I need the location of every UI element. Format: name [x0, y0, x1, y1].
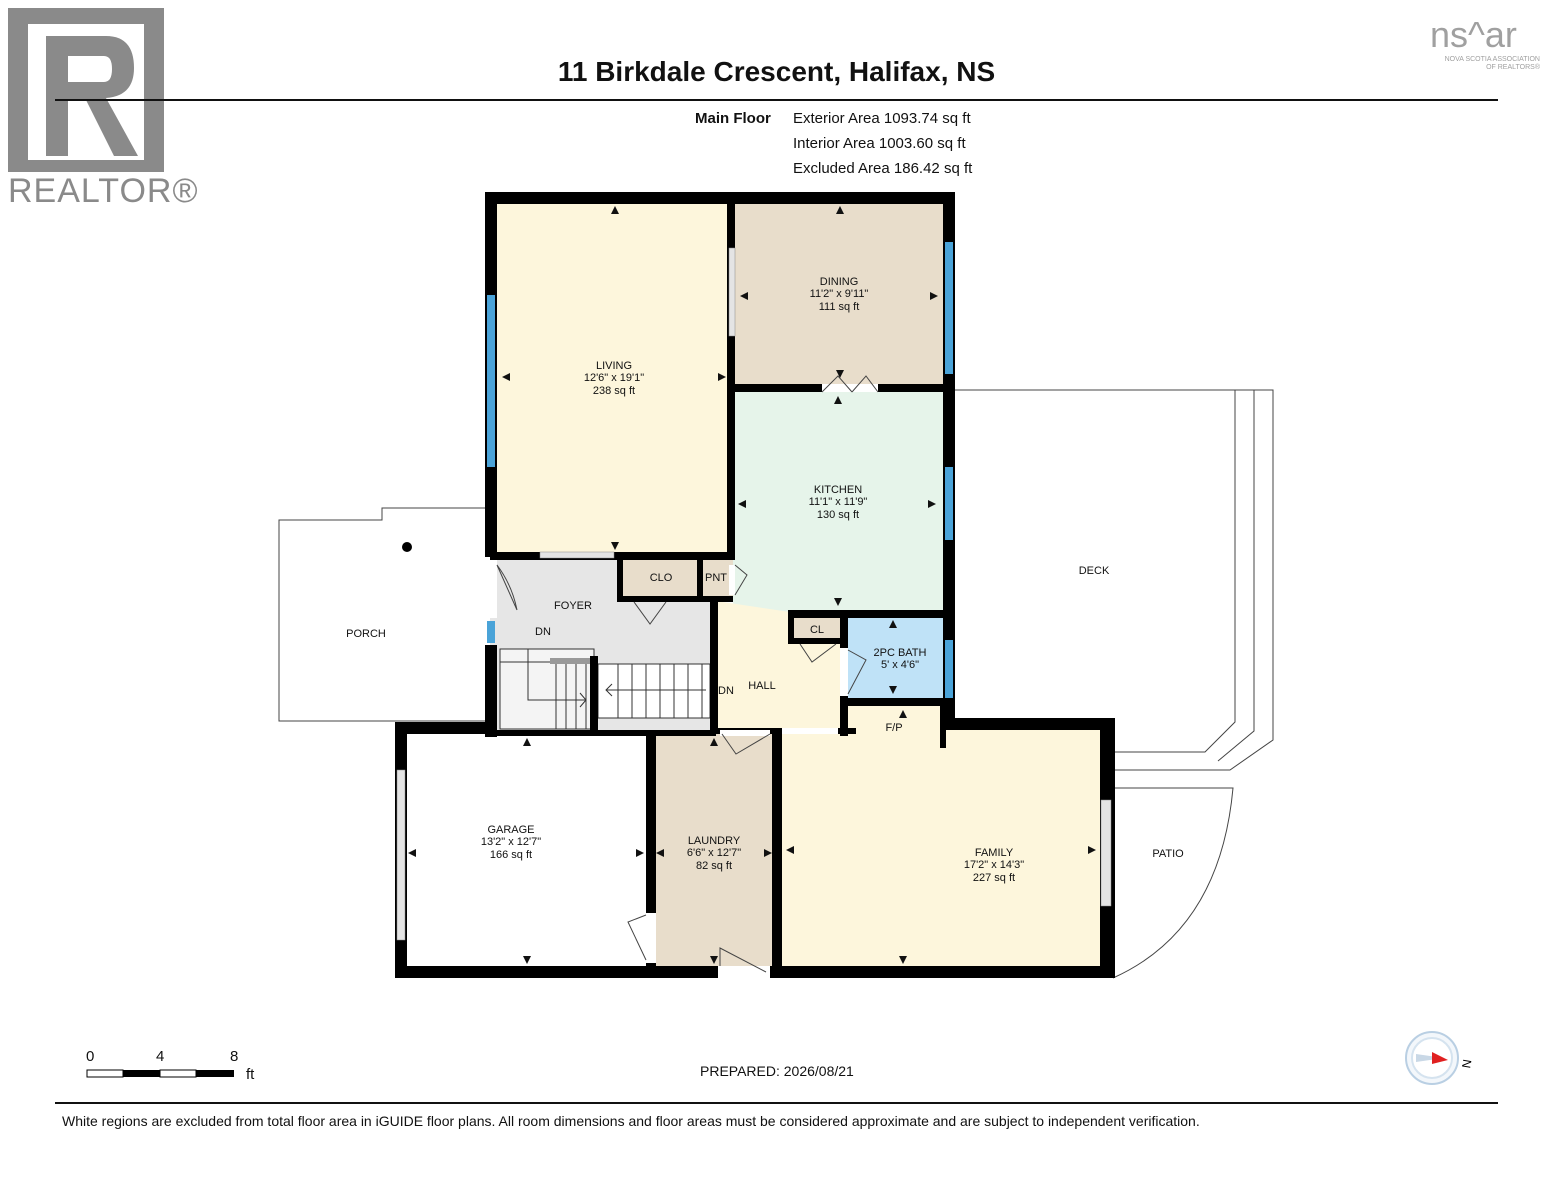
room-labels: LIVING 12'6" x 19'1" 238 sq ft DINING 11…	[346, 276, 1184, 884]
dimension-arrows	[408, 206, 1096, 964]
kitchen-area: 130 sq ft	[817, 509, 859, 521]
nsar-logo: ns^ar NOVA SCOTIA ASSOCIATION OF REALTOR…	[1430, 14, 1550, 74]
pnt-fill	[699, 556, 733, 598]
disclaimer: White regions are excluded from total fl…	[62, 1113, 1200, 1129]
deck-label: DECK	[1079, 565, 1110, 577]
porch-label: PORCH	[346, 628, 386, 640]
bath-dims: 5' x 4'6"	[881, 659, 919, 671]
realtor-logo	[8, 8, 164, 172]
windows	[487, 242, 953, 698]
door-swings	[496, 375, 879, 973]
family-name: FAMILY	[975, 847, 1014, 859]
prepared-date: PREPARED: 2026/08/21	[700, 1063, 854, 1079]
living-name: LIVING	[596, 360, 632, 372]
family-area: 227 sq ft	[973, 872, 1015, 884]
scale-bar-graphic	[86, 1069, 234, 1078]
dn-label-foyer: DN	[535, 626, 551, 638]
foyer-label: FOYER	[554, 600, 592, 612]
kitchen-fill	[733, 388, 948, 612]
page-title: 11 Birkdale Crescent, Halifax, NS	[557, 56, 996, 87]
clo-label: CLO	[650, 572, 673, 584]
living-dims: 12'6" x 19'1"	[584, 372, 644, 384]
pnt-label: PNT	[705, 572, 727, 584]
porch-light	[402, 542, 412, 552]
family-fill	[777, 728, 1112, 974]
patio-label: PATIO	[1152, 848, 1184, 860]
dining-area: 111 sq ft	[819, 301, 860, 313]
garage-fill	[398, 734, 651, 974]
deck-outline	[955, 389, 1274, 771]
living-area: 238 sq ft	[593, 385, 635, 397]
patio-outline	[1112, 787, 1234, 979]
scale-label-8: 8	[230, 1048, 239, 1065]
kitchen-name: KITCHEN	[814, 484, 862, 496]
dining-dims: 11'2" x 9'11"	[810, 288, 869, 300]
fp-label: F/P	[885, 722, 902, 734]
stairs-right	[597, 663, 711, 719]
scale-label-0: 0	[86, 1048, 95, 1065]
door-openings	[485, 384, 878, 978]
compass-north-label: N	[1459, 1058, 1474, 1069]
living-fill	[490, 198, 733, 556]
laundry-fill	[651, 734, 777, 974]
kitchen-dims: 11'1" x 11'9"	[809, 496, 868, 508]
window-openings	[396, 247, 1112, 941]
compass-icon: N	[1405, 1031, 1474, 1085]
garage-dims: 13'2" x 12'7"	[481, 836, 541, 848]
exterior-area: Exterior Area 1093.74 sq ft	[793, 110, 971, 127]
bath-name: 2PC BATH	[874, 647, 927, 659]
nsar-logo-sub: NOVA SCOTIA ASSOCIATION OF REALTORS®	[1444, 56, 1540, 71]
scale-label-4: 4	[156, 1048, 165, 1065]
floor-label: Main Floor	[695, 110, 771, 127]
interior-area: Interior Area 1003.60 sq ft	[793, 135, 966, 152]
porch-outline	[278, 507, 490, 722]
dn-label-hall: DN	[718, 685, 734, 697]
footer-rule	[55, 1102, 1498, 1104]
laundry-dims: 6'6" x 12'7"	[687, 847, 741, 859]
nsar-logo-text: ns^ar	[1430, 14, 1517, 55]
hall-fill	[716, 601, 843, 734]
scale-unit: ft	[246, 1066, 255, 1083]
laundry-name: LAUNDRY	[688, 835, 741, 847]
dining-name: DINING	[820, 276, 859, 288]
cl-label: CL	[810, 624, 824, 636]
hall-label: HALL	[748, 680, 776, 692]
realtor-wordmark: REALTOR®	[8, 172, 199, 210]
clo-fill	[621, 556, 699, 598]
garage-name: GARAGE	[487, 824, 534, 836]
family-dims: 17'2" x 14'3"	[964, 859, 1024, 871]
garage-area: 166 sq ft	[490, 849, 532, 861]
laundry-area: 82 sq ft	[696, 860, 732, 872]
title-rule	[55, 99, 1498, 101]
excluded-area: Excluded Area 186.42 sq ft	[793, 160, 973, 177]
dining-fill	[733, 198, 948, 388]
